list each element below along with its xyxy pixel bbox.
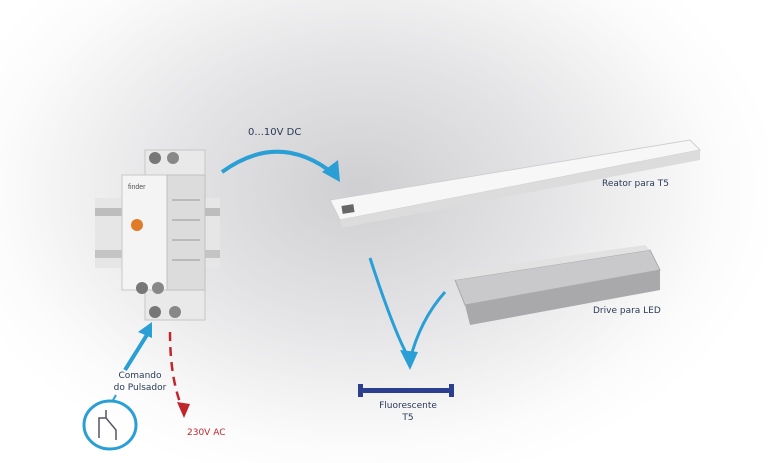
- t5-lamp: [358, 384, 454, 397]
- mains-label: 230V AC: [187, 428, 226, 438]
- pushbutton-label-line2: do Pulsador: [113, 383, 167, 393]
- output-arrow: [368, 257, 412, 361]
- dimmer-module: finder: [121, 149, 206, 321]
- mains-arrow: [168, 331, 185, 411]
- pushbutton-arrow: [123, 328, 152, 372]
- signal-label: 0...10V DC: [248, 127, 302, 138]
- lamp-label-line2: T5: [402, 413, 414, 423]
- pushbutton-label: Comando do Pulsador: [100, 370, 180, 394]
- pushbutton-symbol: [82, 394, 138, 451]
- pushbutton-label-line1: Comando: [118, 371, 162, 381]
- led-driver-label: Drive para LED: [593, 306, 661, 316]
- t5-ballast: [329, 139, 702, 228]
- led-driver: [454, 245, 661, 325]
- brand-logo: finder: [128, 184, 146, 191]
- lamp-label-line1: Fluorescente: [379, 401, 437, 411]
- ballast-label: Reator para T5: [602, 179, 670, 189]
- lamp-label: Fluorescente T5: [378, 400, 438, 424]
- signal-arrow: [220, 149, 337, 177]
